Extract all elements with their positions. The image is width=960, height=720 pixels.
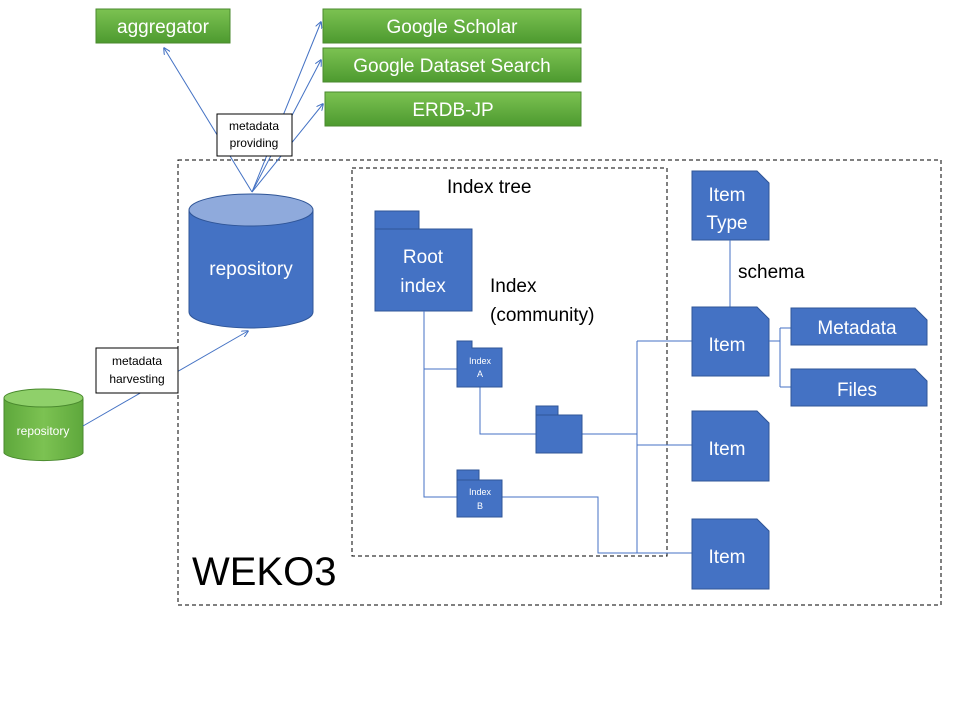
external-repository-label: repository [17, 424, 70, 438]
erdb-jp-box: ERDB-JP [324, 91, 582, 127]
item-type-line2: Type [706, 213, 747, 234]
google-scholar-label: Google Scholar [387, 17, 519, 38]
index-tree-title: Index tree [447, 177, 532, 198]
index-tree-boundary [351, 167, 668, 557]
item-type-document: Item Type [691, 170, 770, 241]
root-index-folder: Root index [374, 210, 473, 312]
index-b-line1: Index [469, 487, 492, 497]
metadata-providing-line1: metadata [229, 119, 279, 133]
metadata-providing-label: metadata providing [216, 113, 293, 157]
metadata-document: Metadata [790, 307, 928, 346]
metadata-harvesting-label: metadata harvesting [95, 347, 179, 394]
repository-label: repository [209, 259, 293, 280]
schema-label: schema [738, 262, 805, 283]
metadata-harvesting-line2: harvesting [109, 372, 164, 386]
google-dataset-search-label: Google Dataset Search [353, 56, 551, 77]
item-2-label: Item [709, 439, 746, 460]
root-index-line1: Root [403, 247, 444, 268]
weko3-label: WEKO3 [192, 550, 336, 594]
index-a-line1: Index [469, 356, 492, 366]
community-label-line1: Index [490, 276, 537, 297]
google-scholar-box: Google Scholar [322, 8, 582, 44]
external-repository-cylinder: repository [3, 388, 84, 462]
community-label-line2: (community) [490, 305, 595, 326]
index-a-line2: A [477, 369, 483, 379]
providing-arrows [164, 22, 323, 193]
metadata-label: Metadata [817, 318, 897, 339]
item-type-line1: Item [709, 185, 746, 206]
metadata-providing-line2: providing [230, 136, 279, 150]
index-a-folder: Index A [456, 340, 503, 388]
item-3-label: Item [709, 547, 746, 568]
index-b-line2: B [477, 501, 483, 511]
item-document-2: Item [691, 410, 770, 482]
aggregator-box: aggregator [95, 8, 231, 44]
root-index-line2: index [400, 276, 446, 297]
files-label: Files [837, 380, 877, 401]
item-document-1: Item [691, 306, 770, 377]
child-index-folder [535, 405, 583, 454]
aggregator-label: aggregator [117, 17, 210, 38]
google-dataset-search-box: Google Dataset Search [322, 47, 582, 83]
item-attributes-connectors [769, 327, 791, 388]
erdb-jp-label: ERDB-JP [412, 100, 493, 121]
repository-cylinder: repository [188, 193, 314, 329]
item-document-3: Item [691, 518, 770, 590]
index-b-folder: Index B [456, 469, 503, 518]
files-document: Files [790, 368, 928, 407]
metadata-harvesting-line1: metadata [112, 354, 162, 368]
item-1-label: Item [709, 335, 746, 356]
index-tree-connectors [423, 311, 692, 554]
